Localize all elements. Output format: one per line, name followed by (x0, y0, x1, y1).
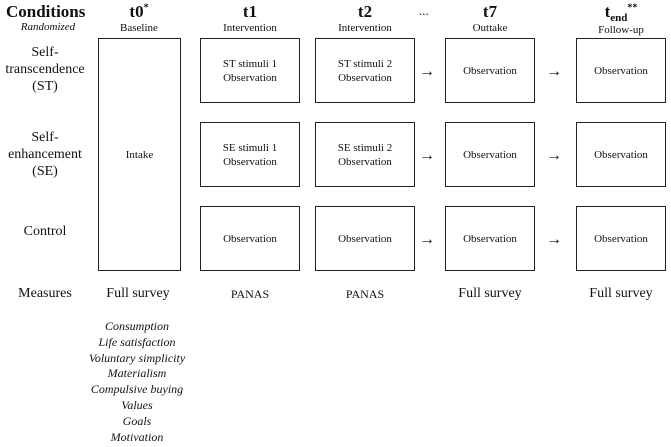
se-t7-box: Observation (445, 122, 535, 187)
st-tend-box: Observation (576, 38, 666, 103)
t1-sub: Intervention (223, 22, 277, 34)
arrow-icon: → (419, 231, 435, 248)
measure-tend: Full survey (589, 286, 653, 301)
t2-label: t2 (357, 2, 373, 21)
t1-header: t1 Intervention (200, 2, 300, 35)
row-label-st: Self- transcendence (ST) (5, 45, 85, 94)
tend-sup: ** (627, 2, 638, 14)
measure-t2: PANAS (345, 287, 385, 301)
arrow-icon: → (419, 147, 435, 164)
measure-t7: Full survey (458, 286, 522, 301)
list-item: Goals (122, 413, 152, 428)
tend-subscript: end (610, 12, 628, 25)
t0-sub: Baseline (120, 22, 158, 34)
arrow-icon: → (546, 231, 562, 248)
arrow-icon: → (419, 63, 435, 80)
control-t1-box: Observation (200, 206, 300, 271)
ellipsis: ... (419, 3, 429, 18)
control-t7-box: Observation (445, 206, 535, 271)
t0-label: t0 (129, 2, 144, 21)
t7-sub: Outtake (472, 22, 508, 34)
arrow-icon: → (546, 63, 562, 80)
measures-label: Measures (18, 286, 72, 301)
t2-sub: Intervention (338, 22, 392, 34)
arrow-icon: → (546, 147, 562, 164)
tend-header: tend** Follow-up (576, 2, 666, 37)
t0-header: t0* Baseline (98, 2, 180, 35)
intake-label: Intake (125, 148, 154, 161)
intake-box: Intake (98, 38, 181, 271)
t1-label: t1 (242, 2, 258, 21)
row-label-control: Control (23, 224, 67, 239)
t0-sup: * (143, 2, 149, 14)
tend-label: t (604, 2, 611, 21)
control-tend-box: Observation (576, 206, 666, 271)
list-item: Materialism (107, 366, 167, 381)
baseline-measures-list: Consumption Life satisfaction Voluntary … (62, 319, 212, 445)
t7-label: t7 (482, 2, 498, 21)
list-item: Life satisfaction (98, 334, 176, 349)
se-tend-box: Observation (576, 122, 666, 187)
randomized-note: Randomized (20, 21, 76, 33)
st-t7-box: Observation (445, 38, 535, 103)
list-item: Consumption (104, 319, 169, 333)
measure-t1: PANAS (230, 287, 270, 301)
list-item: Compulsive buying (90, 382, 184, 397)
conditions-header: Conditions (6, 2, 86, 21)
tend-sub: Follow-up (598, 24, 644, 37)
list-item: Values (121, 397, 153, 412)
t7-header: t7 Outtake (445, 2, 535, 35)
measure-t0: Full survey (106, 286, 170, 301)
t2-header: t2 Intervention (315, 2, 415, 35)
list-item: Motivation (110, 429, 164, 444)
control-t2-box: Observation (315, 206, 415, 271)
list-item: Voluntary simplicity (88, 350, 186, 365)
row-label-se: Self- enhancement (SE) (8, 130, 82, 179)
